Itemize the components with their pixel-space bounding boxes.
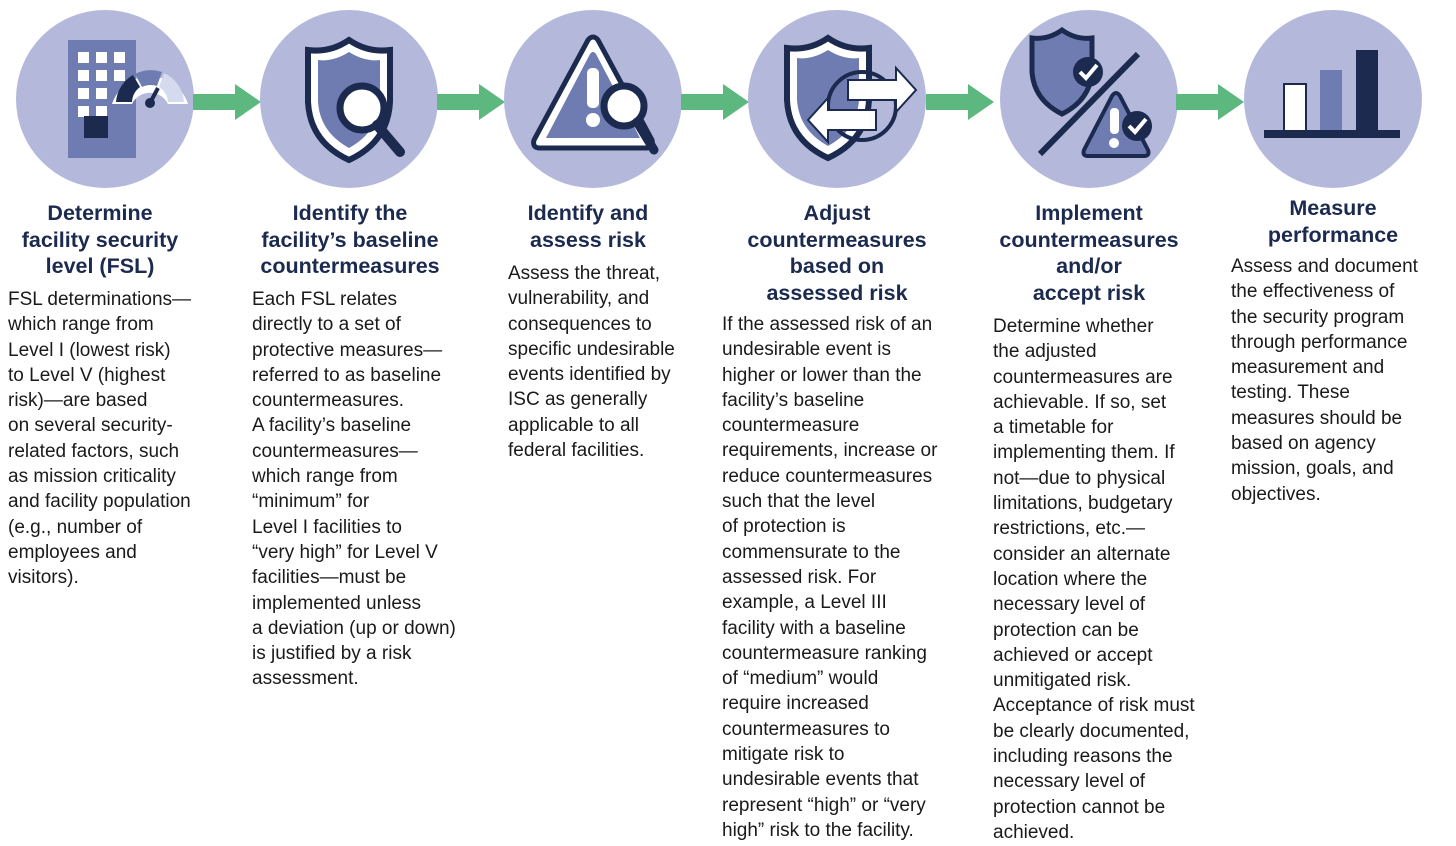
step-4-circle bbox=[748, 10, 926, 188]
step-4-title: Adjust countermeasures based on assessed… bbox=[747, 201, 927, 305]
step-6-title: Measure performance bbox=[1267, 196, 1399, 247]
step-6-description: Assess and document the effectiveness of… bbox=[1231, 256, 1418, 505]
step-1-title: Determine facility security level (FSL) bbox=[21, 201, 179, 278]
flow-arrow-3 bbox=[681, 84, 749, 120]
step-3-description: Assess the threat, vulnerability, and co… bbox=[508, 263, 675, 462]
flow-arrow-2 bbox=[437, 84, 505, 120]
flow-arrow-1 bbox=[193, 84, 261, 120]
step-3-circle bbox=[504, 10, 682, 188]
shield-or-warning-check-icon bbox=[1029, 26, 1152, 158]
step-3-title: Identify and assess risk bbox=[527, 201, 649, 252]
step-5-title: Implement countermeasures and/or accept … bbox=[999, 201, 1179, 305]
flow-arrow-4 bbox=[926, 84, 994, 120]
building-gauge-icon bbox=[68, 40, 188, 158]
step-5-description: Determine whether the adjusted counterme… bbox=[993, 316, 1195, 843]
bar-chart-icon bbox=[1264, 50, 1400, 138]
step-6-circle bbox=[1244, 10, 1422, 188]
step-2-title: Identify the facility’s baseline counter… bbox=[260, 201, 440, 278]
shield-adjust-arrows-icon bbox=[784, 34, 918, 162]
step-4-description: If the assessed risk of an undesirable e… bbox=[722, 314, 938, 841]
flow-arrow-5 bbox=[1176, 84, 1244, 120]
step-5-circle bbox=[1000, 10, 1178, 188]
step-2-description: Each FSL relates directly to a set of pr… bbox=[252, 289, 456, 690]
warning-magnifier-icon bbox=[531, 34, 659, 155]
step-1-circle bbox=[16, 10, 194, 188]
step-1-description: FSL determinations— which range from Lev… bbox=[8, 289, 192, 589]
step-2-circle bbox=[260, 10, 438, 188]
shield-magnifier-icon bbox=[305, 36, 405, 164]
